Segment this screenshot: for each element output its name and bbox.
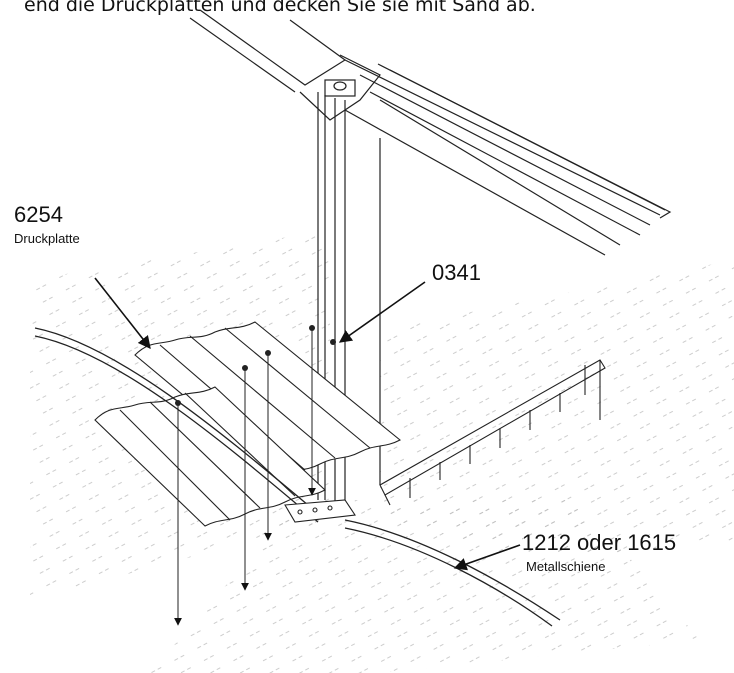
screw-icons [175, 325, 336, 406]
label-1212-name: Metallschiene [526, 559, 606, 574]
instruction-text: end die Druckplatten und decken Sie sie … [24, 0, 536, 16]
label-6254-name: Druckplatte [14, 231, 80, 246]
screw-drop-lines [174, 330, 316, 626]
leader-0341 [338, 281, 426, 343]
side-rail [379, 359, 606, 506]
leader-6254 [94, 277, 151, 350]
ridge-beam [189, 9, 672, 256]
base-plate [284, 499, 356, 523]
label-6254-number: 6254 [14, 202, 63, 227]
leader-arrows [94, 277, 521, 571]
label-1212-number: 1212 oder 1615 [522, 530, 677, 555]
label-0341-number: 0341 [432, 260, 481, 285]
metal-rail-left [34, 327, 321, 523]
leader-1212 [453, 544, 521, 571]
